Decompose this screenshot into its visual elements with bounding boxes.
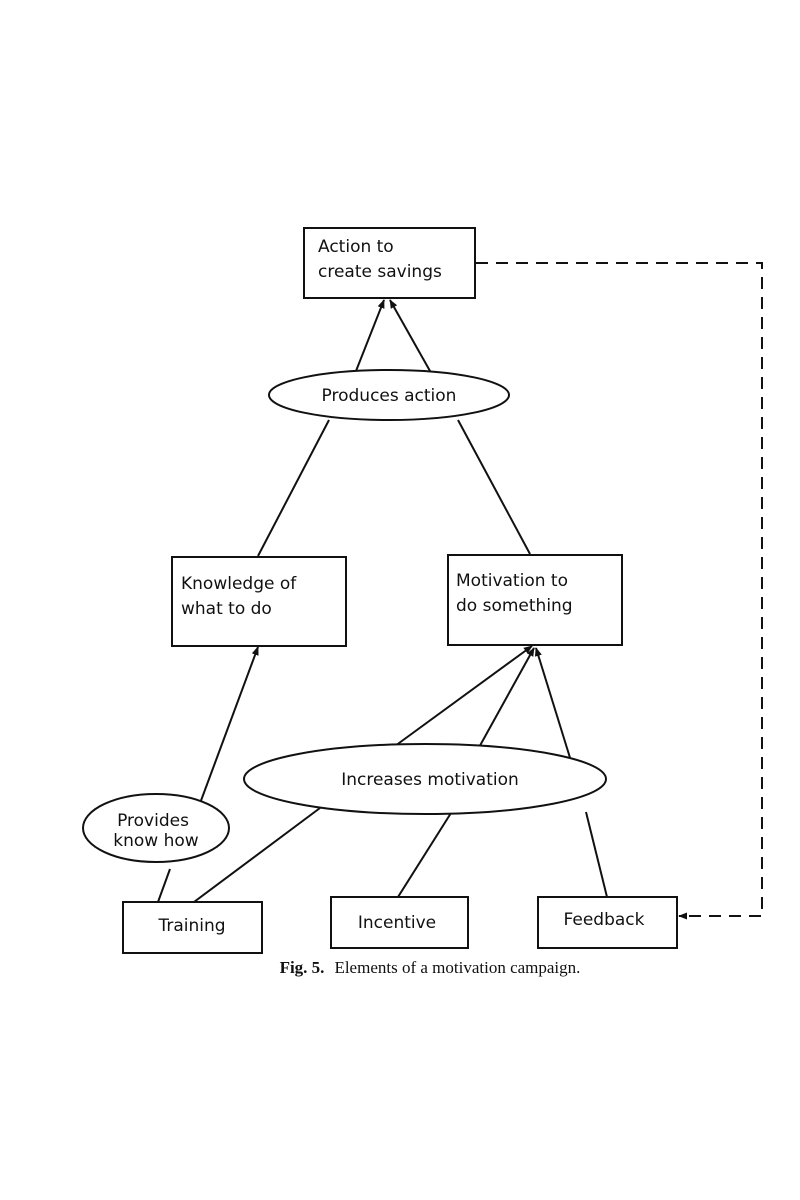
edge-produces-to-action-right bbox=[389, 299, 431, 372]
node-increases-label: Increases motivation bbox=[341, 770, 519, 790]
node-motivation-box bbox=[447, 554, 623, 646]
edge-training-to-increases bbox=[193, 807, 321, 903]
node-training-label: Training bbox=[157, 916, 225, 936]
edge-knowledge-to-produces bbox=[257, 419, 330, 557]
node-provides-label-line2: know how bbox=[113, 831, 199, 851]
node-knowledge-box bbox=[171, 556, 347, 647]
edge-motivation-to-produces bbox=[457, 419, 531, 555]
node-produces-ellipse bbox=[268, 369, 510, 421]
edge-increases-to-motivation-center bbox=[476, 647, 535, 752]
figure-caption: Fig. 5. Elements of a motivation campaign… bbox=[0, 958, 800, 978]
edge-provides-to-knowledge bbox=[198, 646, 259, 807]
node-action-label-line1: Action to bbox=[318, 237, 394, 257]
node-incentive-label: Incentive bbox=[358, 913, 436, 933]
node-increases-ellipse bbox=[243, 743, 607, 815]
node-motivation-label-line1: Motivation to bbox=[456, 571, 568, 591]
edge-training-to-provides bbox=[157, 868, 171, 903]
node-knowledge-label-line2: what to do bbox=[181, 599, 272, 619]
edge-incentive-to-increases bbox=[397, 812, 452, 898]
node-action-box bbox=[303, 227, 476, 299]
edge-increases-to-motivation-right bbox=[534, 647, 572, 762]
edge-produces-to-action-left bbox=[355, 299, 385, 372]
node-feedback-label: Feedback bbox=[564, 910, 645, 930]
node-incentive-box bbox=[330, 896, 469, 949]
edge-increases-to-motivation-left bbox=[394, 645, 533, 747]
figure-caption-text: Elements of a motivation campaign. bbox=[334, 958, 581, 977]
node-produces-label: Produces action bbox=[322, 386, 457, 406]
edge-dashed-action-to-feedback bbox=[476, 262, 763, 920]
node-training-box bbox=[122, 901, 263, 954]
node-motivation-label-line2: do something bbox=[456, 596, 573, 616]
figure-caption-label: Fig. 5. bbox=[279, 958, 325, 977]
node-feedback-box bbox=[537, 896, 678, 949]
node-provides-ellipse bbox=[82, 793, 230, 863]
node-knowledge-label-line1: Knowledge of bbox=[181, 574, 297, 594]
edge-feedback-to-increases bbox=[585, 811, 608, 898]
node-action-label-line2: create savings bbox=[318, 262, 442, 282]
node-provides-label-line1: Provides bbox=[117, 811, 189, 831]
